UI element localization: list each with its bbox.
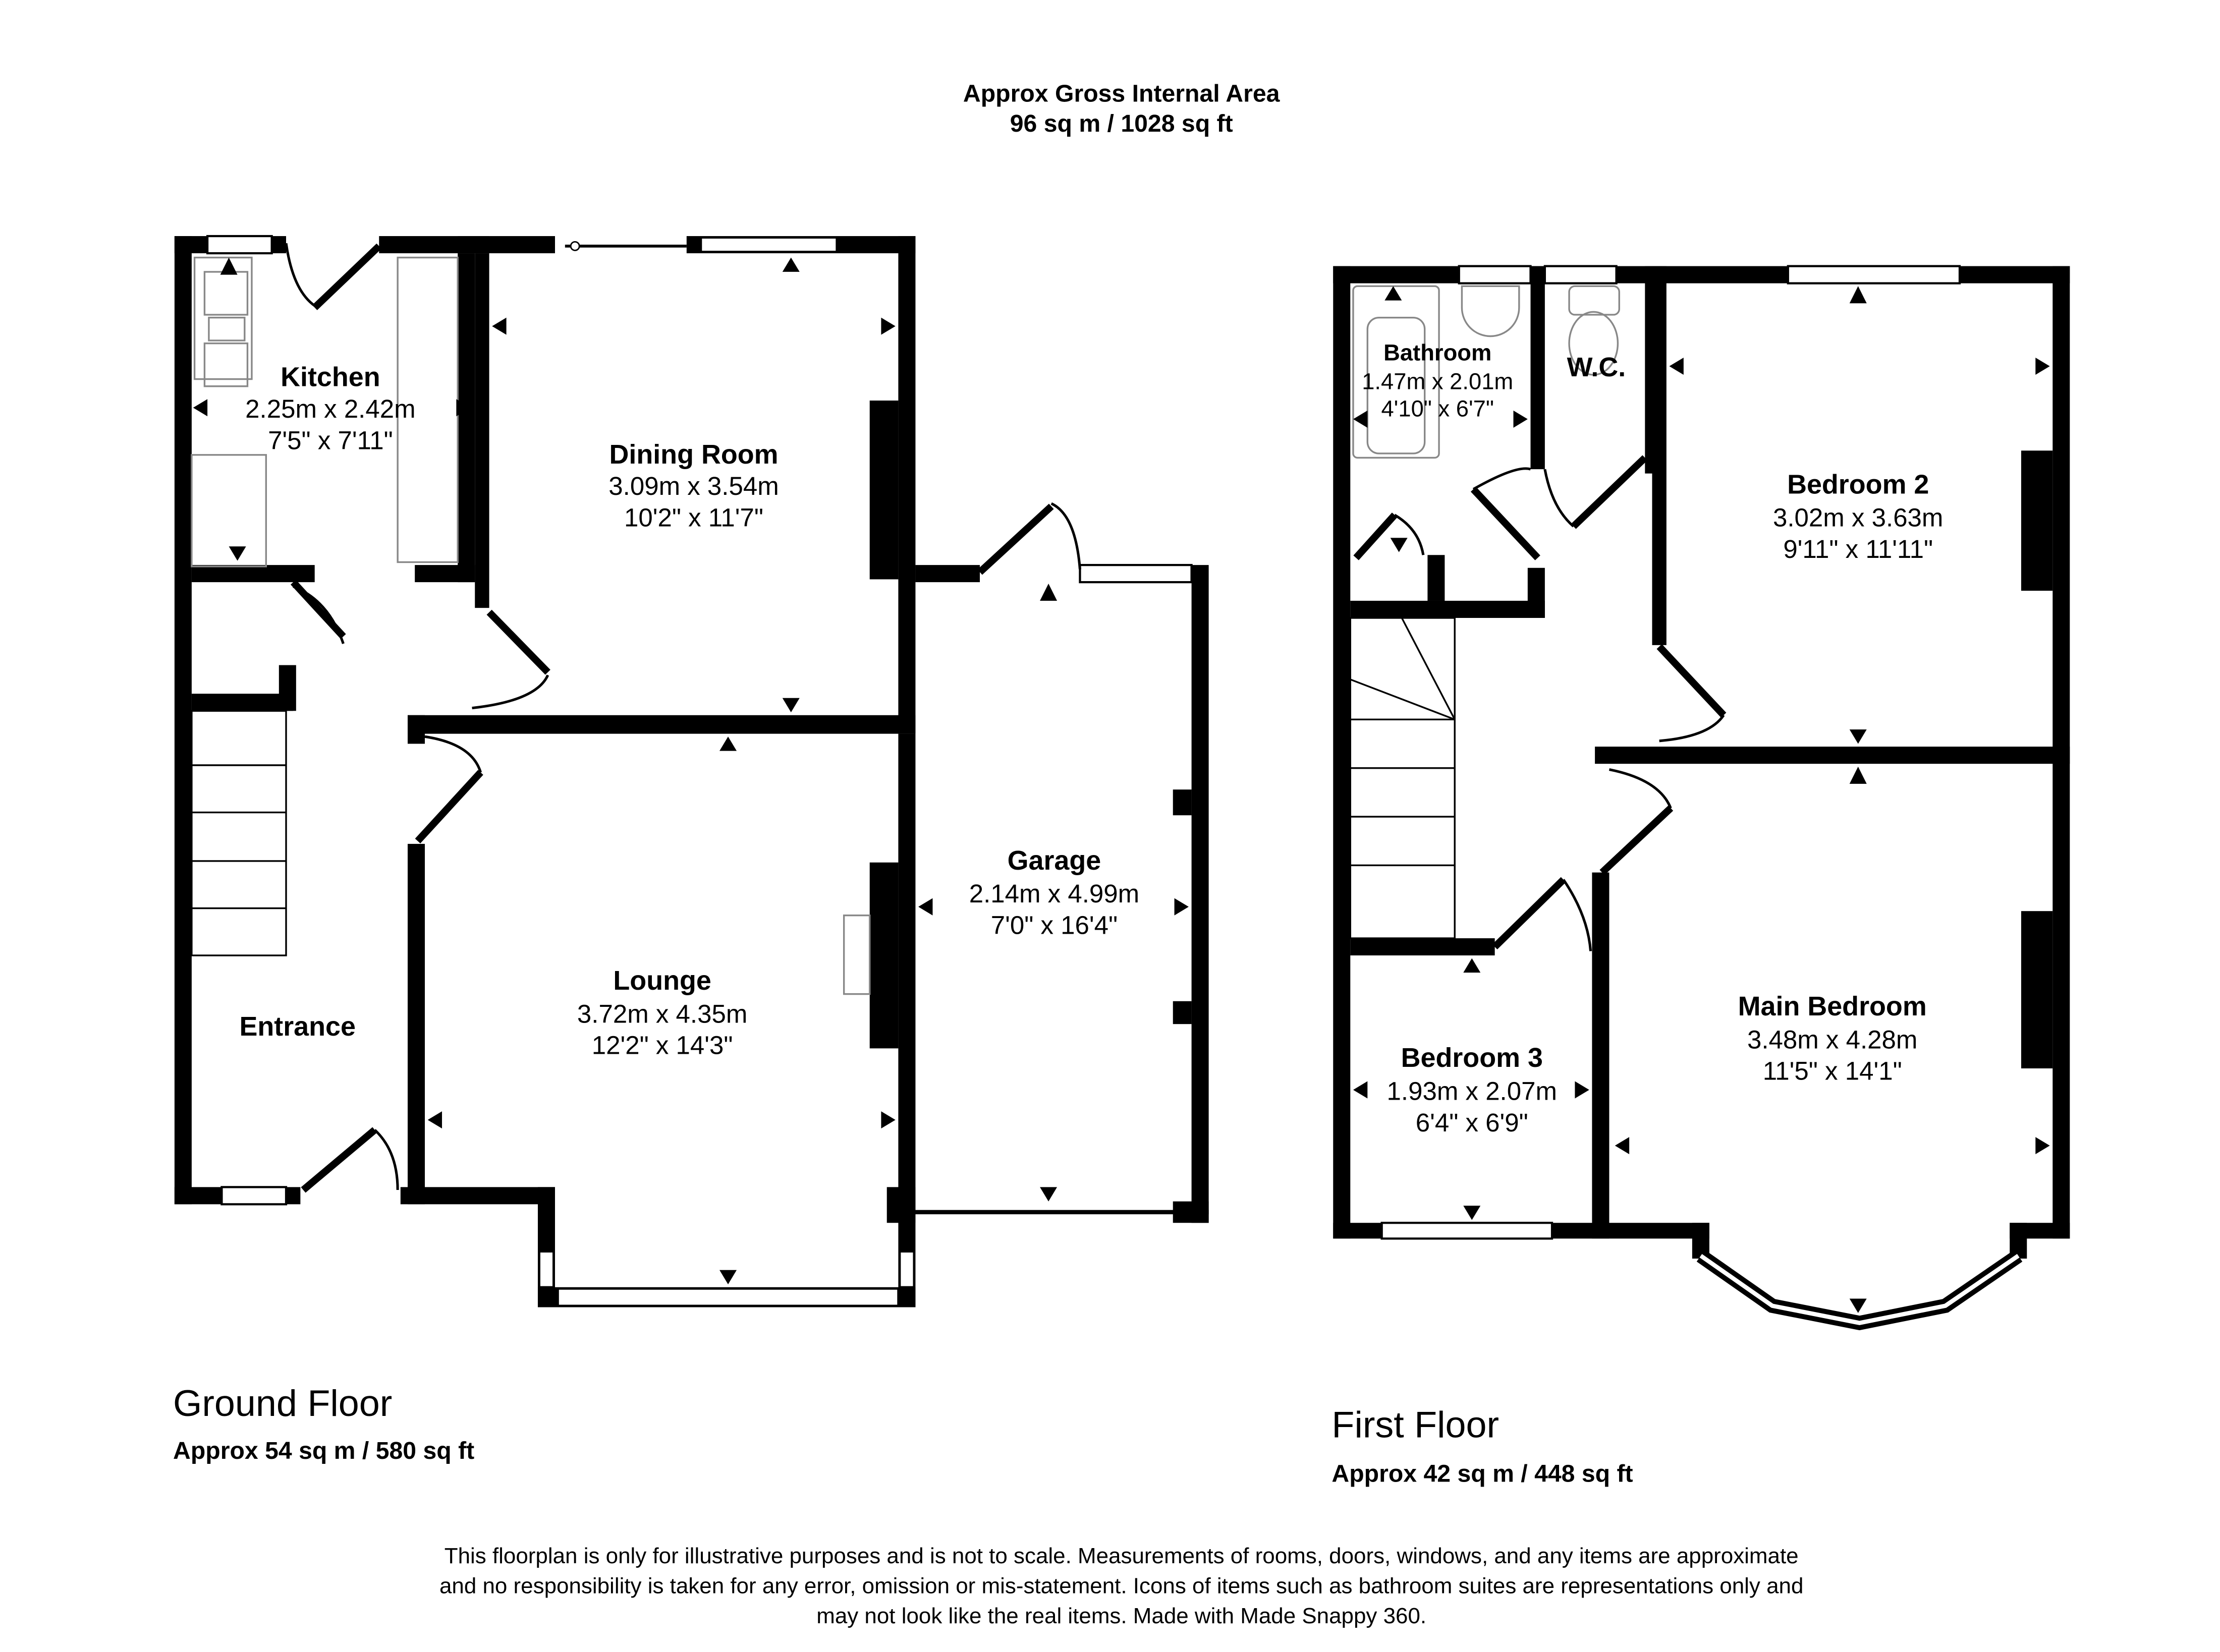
room-metric: 3.02m x 3.63m <box>1773 503 1943 532</box>
room-garage: Garage 2.14m x 4.99m 7'0" x 16'4" <box>969 845 1139 940</box>
room-entrance: Entrance <box>239 1011 355 1042</box>
first-floor-fixtures <box>1349 285 1620 939</box>
room-metric: 3.48m x 4.28m <box>1747 1025 1917 1054</box>
room-name: Kitchen <box>281 362 380 392</box>
staircase <box>191 710 287 956</box>
ground-floor-dimension-arrows <box>193 257 1189 1285</box>
disclaimer-line: may not look like the real items. Made w… <box>816 1604 1426 1628</box>
ground-floor-plan: Kitchen 2.25m x 2.42m 7'5" x 7'11" Dinin… <box>174 235 1209 1307</box>
room-bedroom-3: Bedroom 3 1.93m x 2.07m 6'4" x 6'9" <box>1387 1043 1557 1137</box>
room-imperial: 7'0" x 16'4" <box>991 911 1118 940</box>
header-title: Approx Gross Internal Area <box>963 80 1281 107</box>
room-metric: 1.47m x 2.01m <box>1362 368 1513 394</box>
room-imperial: 9'11" x 11'11" <box>1783 535 1933 563</box>
disclaimer: This floorplan is only for illustrative … <box>439 1544 1803 1628</box>
room-wc: W.C. <box>1567 352 1626 382</box>
room-bedroom-2: Bedroom 2 3.02m x 3.63m 9'11" x 11'11" <box>1773 469 1943 563</box>
room-name: Bathroom <box>1383 340 1491 366</box>
first-floor-windows <box>1380 265 2023 1331</box>
room-imperial: 10'2" x 11'7" <box>624 503 763 532</box>
room-metric: 2.14m x 4.99m <box>969 879 1139 908</box>
ground-floor-windows <box>206 235 1193 1307</box>
first-floor-doors <box>1353 455 1727 951</box>
room-name: Lounge <box>613 965 711 996</box>
ground-floor-doors <box>285 243 1082 1193</box>
room-imperial: 11'5" x 14'1" <box>1763 1057 1902 1086</box>
ground-floor-area: Approx 54 sq m / 580 sq ft <box>173 1437 474 1464</box>
room-main-bedroom: Main Bedroom 3.48m x 4.28m 11'5" x 14'1" <box>1738 991 1927 1086</box>
room-imperial: 4'10" x 6'7" <box>1381 395 1494 421</box>
room-lounge: Lounge 3.72m x 4.35m 12'2" x 14'3" <box>577 965 747 1060</box>
room-metric: 3.72m x 4.35m <box>577 999 747 1028</box>
header-area: 96 sq m / 1028 sq ft <box>1010 110 1233 137</box>
ground-floor-title: Ground Floor <box>173 1382 392 1424</box>
room-bathroom: Bathroom 1.47m x 2.01m 4'10" x 6'7" <box>1362 340 1513 422</box>
room-imperial: 7'5" x 7'11" <box>268 426 393 454</box>
room-name: Bedroom 3 <box>1401 1043 1543 1073</box>
ground-floor-walls <box>174 236 1209 1307</box>
first-floor-dimension-arrows <box>1353 286 2050 1313</box>
room-name: Garage <box>1008 845 1101 876</box>
room-dining: Dining Room 3.09m x 3.54m 10'2" x 11'7" <box>608 439 779 532</box>
disclaimer-line: This floorplan is only for illustrative … <box>445 1544 1799 1568</box>
room-metric: 3.09m x 3.54m <box>608 472 779 500</box>
room-name: Dining Room <box>609 439 778 470</box>
room-imperial: 6'4" x 6'9" <box>1416 1108 1528 1137</box>
disclaimer-line: and no responsibility is taken for any e… <box>439 1574 1803 1599</box>
first-floor-plan: Bathroom 1.47m x 2.01m 4'10" x 6'7" W.C.… <box>1333 265 2070 1331</box>
room-name: Main Bedroom <box>1738 991 1927 1021</box>
toilet-icon <box>1568 285 1620 376</box>
room-metric: 2.25m x 2.42m <box>245 394 415 423</box>
room-metric: 1.93m x 2.07m <box>1387 1076 1557 1105</box>
washbasin-icon <box>1461 285 1520 337</box>
bathtub-icon <box>1352 285 1440 459</box>
room-name: Bedroom 2 <box>1787 469 1929 499</box>
room-imperial: 12'2" x 14'3" <box>592 1031 733 1060</box>
room-kitchen: Kitchen 2.25m x 2.42m 7'5" x 7'11" <box>245 362 415 455</box>
staircase <box>1349 617 1456 939</box>
first-floor-title: First Floor <box>1331 1403 1499 1445</box>
first-floor-area: Approx 42 sq m / 448 sq ft <box>1331 1460 1633 1487</box>
